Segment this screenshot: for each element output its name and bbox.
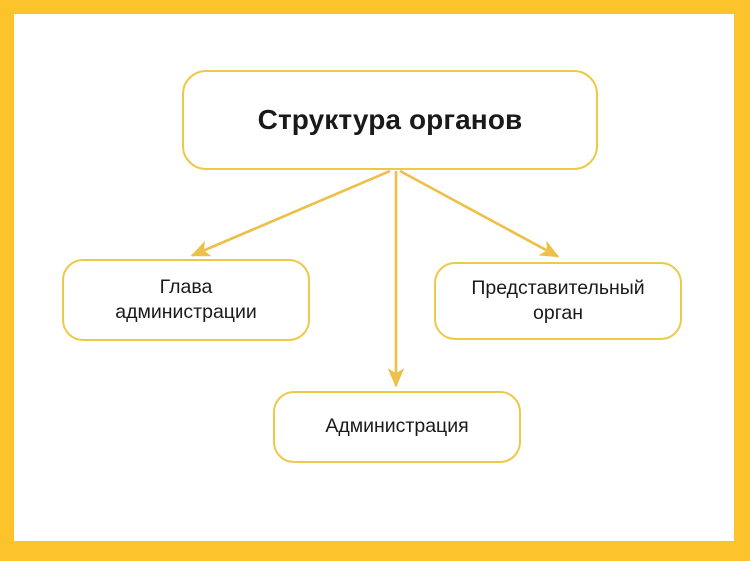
node-head-of-administration-label: Глава администрации (115, 275, 257, 323)
node-root: Структура органов (182, 70, 598, 170)
node-head-of-administration: Глава администрации (62, 259, 310, 341)
node-representative-body: Представительный орган (434, 262, 682, 340)
node-administration: Администрация (273, 391, 521, 463)
node-representative-body-label: Представительный орган (471, 276, 645, 324)
node-root-label: Структура органов (257, 103, 523, 135)
node-administration-label: Администрация (325, 415, 469, 438)
